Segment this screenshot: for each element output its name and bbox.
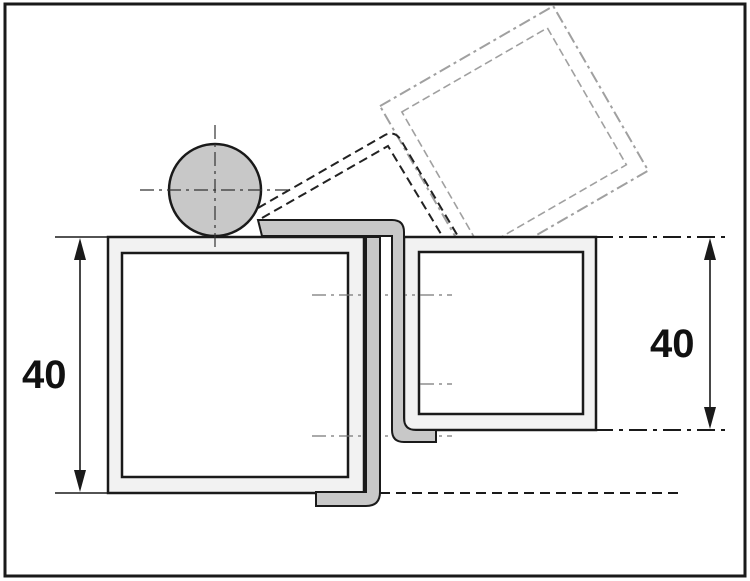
- right-dimension: [704, 238, 716, 429]
- left-dimension-label: 40: [22, 353, 67, 397]
- diagram-border: [3, 2, 747, 578]
- left-profile: [106, 235, 366, 495]
- right-profile: [402, 235, 598, 432]
- open-profile-phantom: [378, 4, 650, 272]
- right-dimension-label: 40: [650, 322, 695, 366]
- hinge-leaf-left: [315, 236, 381, 507]
- left-dimension: [74, 238, 86, 492]
- hinge-leaf-right: [256, 219, 437, 443]
